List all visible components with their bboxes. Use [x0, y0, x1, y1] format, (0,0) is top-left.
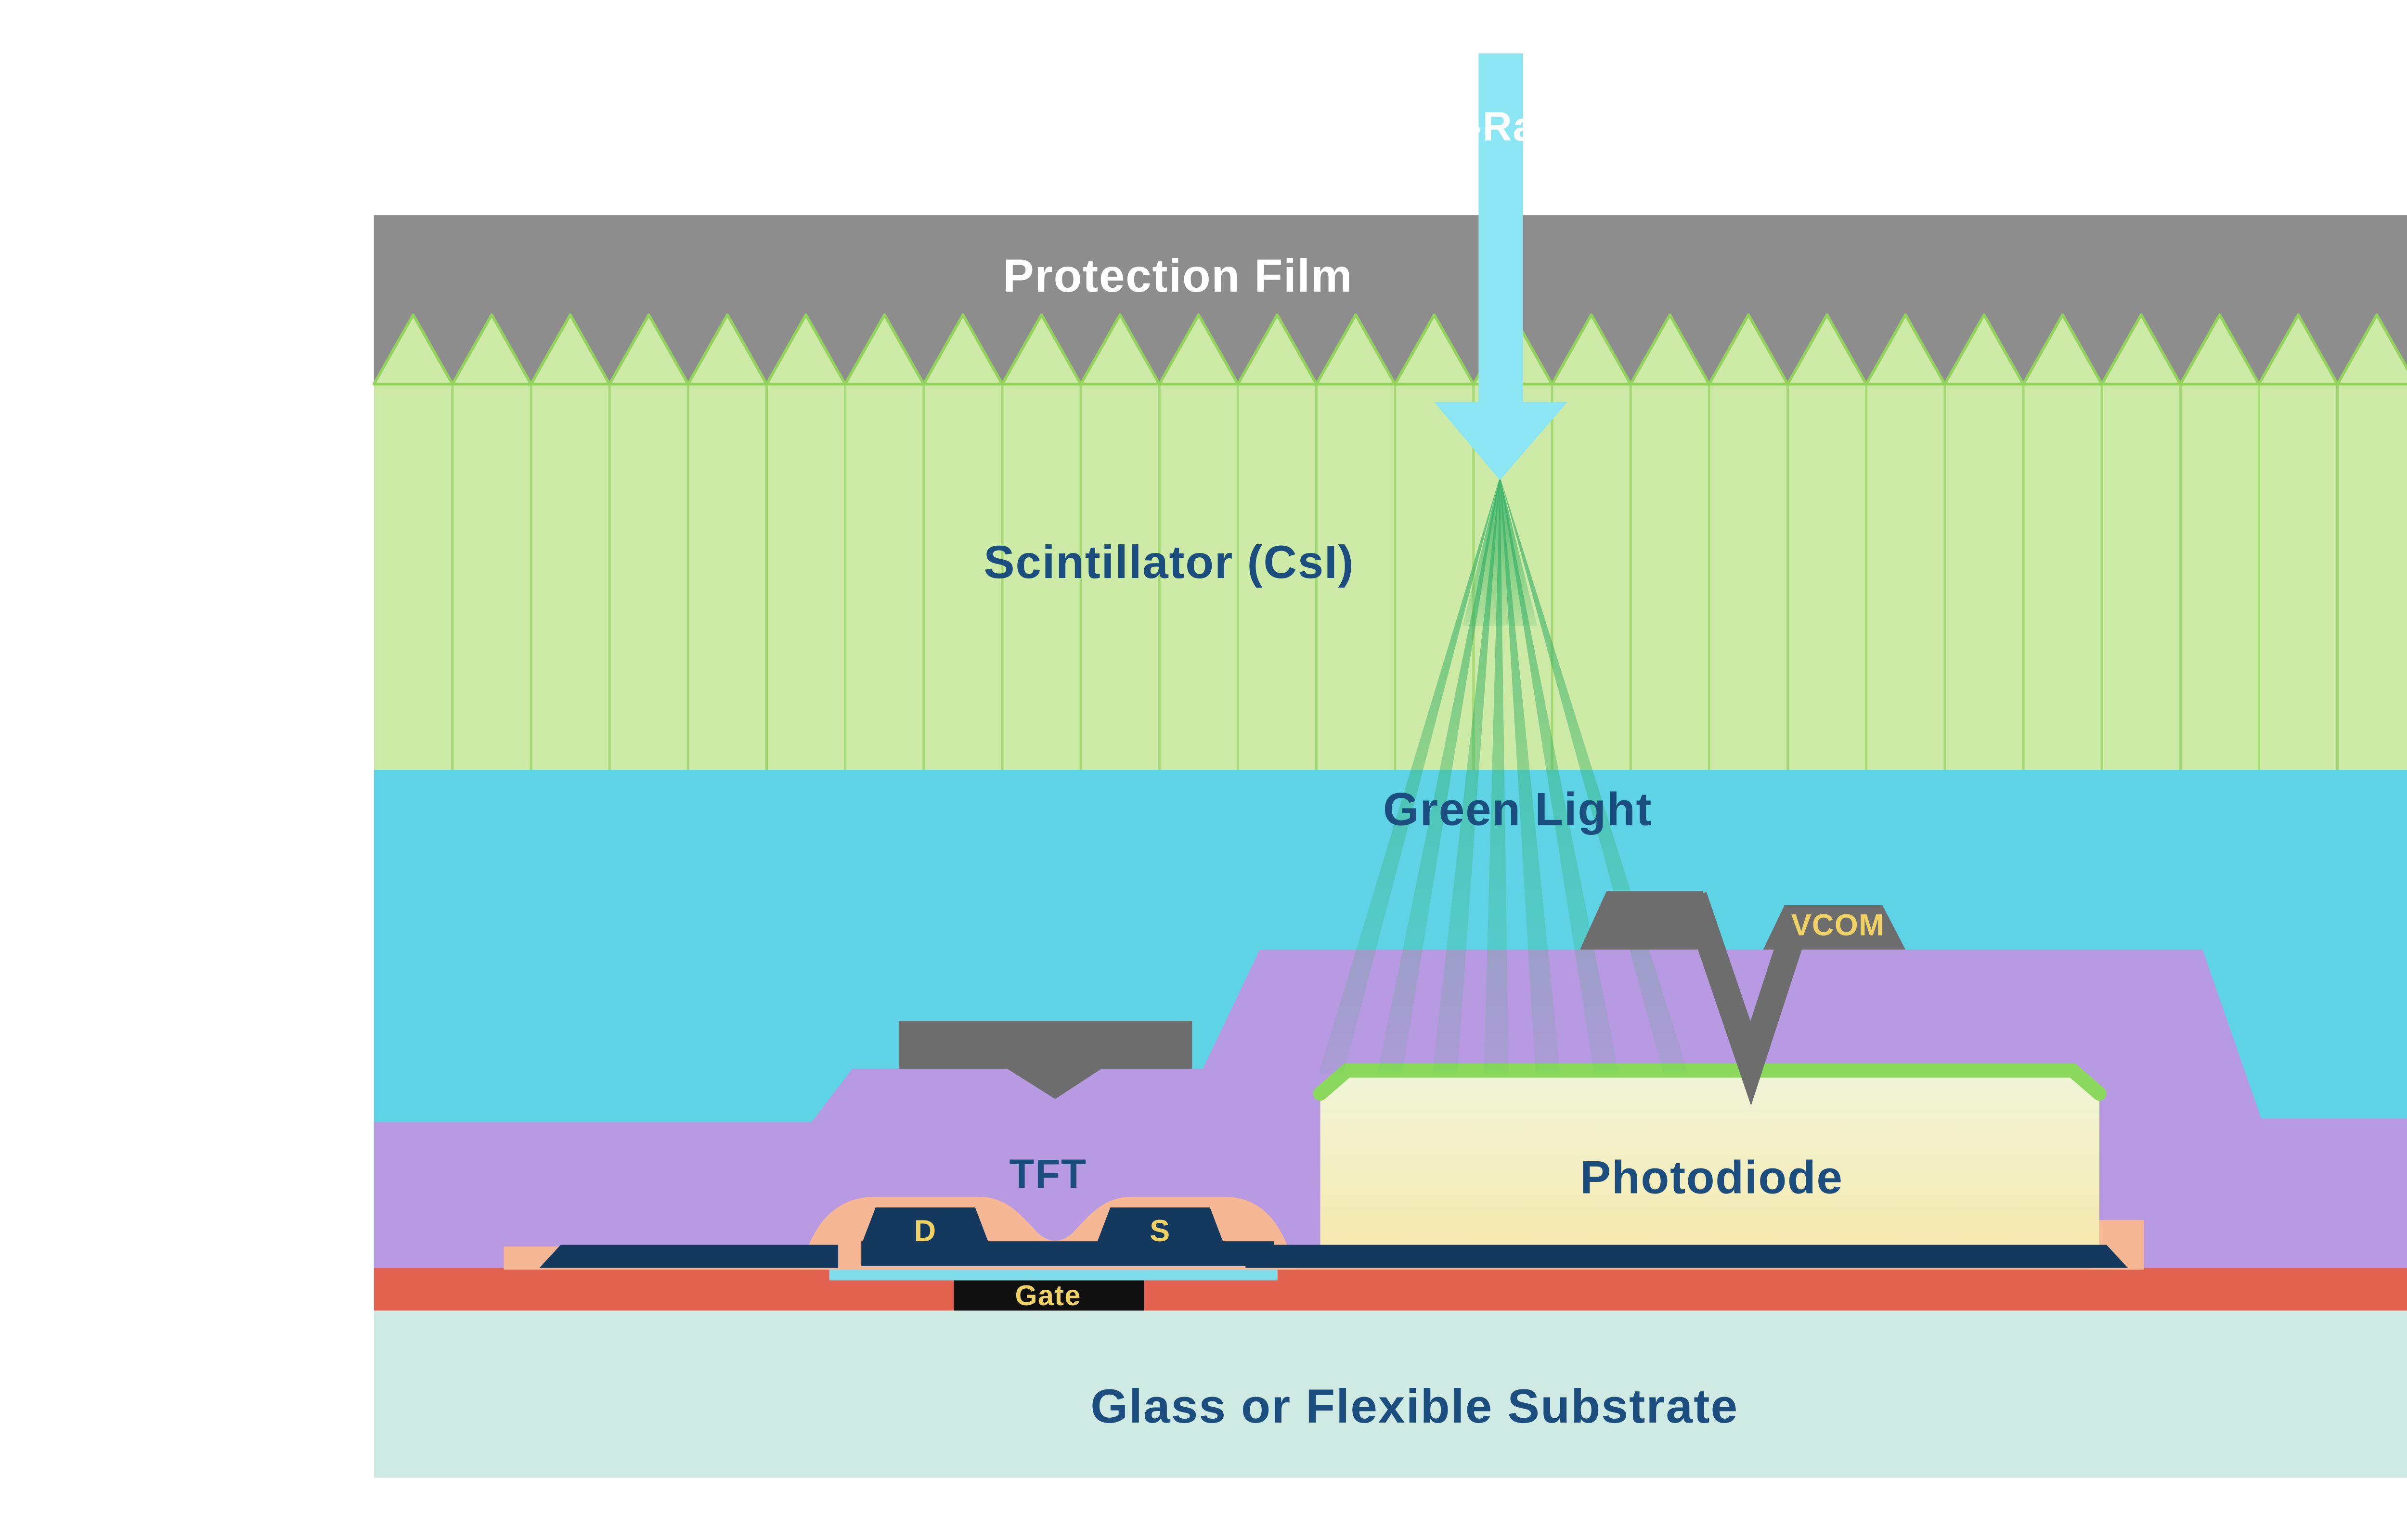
- tft-channel-electrode: [861, 1241, 1274, 1266]
- tft-gate-bar: [954, 1280, 1144, 1311]
- vcom-via-structure: [1580, 891, 1906, 1106]
- vcom-via-v: [1681, 892, 1813, 1106]
- scintillator-column-peak: [922, 313, 1004, 386]
- diagram-labels: X-Ray Protection Film Scintillator (CsI)…: [914, 104, 1885, 1433]
- green-ray: [1318, 476, 1500, 1074]
- scintillator-column-peak: [843, 313, 925, 386]
- protection-film-label: Protection Film: [1003, 250, 1353, 302]
- scintillator-column-peak: [2257, 313, 2339, 386]
- scintillator-column-peak: [765, 313, 847, 386]
- tft-label: TFT: [1009, 1151, 1087, 1197]
- scintillator-column-peak: [2336, 313, 2407, 386]
- scintillator-column-peak: [1629, 313, 1711, 386]
- gate-metal-layer: [374, 1268, 2407, 1311]
- scintillator-column-peak: [1864, 313, 1946, 386]
- photodiode-top-electrode: [1313, 1063, 2107, 1101]
- tft-drain-electrode: [861, 1207, 990, 1245]
- xray-label: X-Ray: [1440, 104, 1560, 150]
- vcom-label: VCOM: [1791, 909, 1885, 942]
- scintillator-column-peak: [530, 313, 611, 386]
- scintillator-column-peak: [1393, 313, 1475, 386]
- xray-arrow-head: [1434, 402, 1568, 480]
- gate-label: Gate: [1015, 1279, 1081, 1311]
- electrode-bar-left: [539, 1245, 839, 1268]
- scintillator-column-peak: [2100, 313, 2182, 386]
- scintillator-column-peak: [1708, 313, 1789, 386]
- metal-structure-left: [898, 1021, 1192, 1099]
- scintillator-column-peak: [1943, 313, 2025, 386]
- scintillator-column-peak: [372, 313, 454, 386]
- scintillator-column-peak: [686, 313, 768, 386]
- scintillator-label: Scintillator (CsI): [984, 537, 1355, 588]
- green-ray-glow: [1462, 476, 1538, 626]
- substrate-label: Glass or Flexible Substrate: [1090, 1380, 1738, 1433]
- scintillator-layer: [374, 384, 2407, 770]
- scintillator-column-peak: [1158, 313, 1240, 386]
- xray-arrow-shaft: [1478, 53, 1523, 406]
- substrate-layer: [374, 1310, 2407, 1478]
- scintillator-column-peak: [608, 313, 690, 386]
- green-light-label: Green Light: [1383, 784, 1652, 835]
- scintillator-column-peak: [1315, 313, 1397, 386]
- scintillator-column-peak: [1079, 313, 1161, 386]
- scintillator-column-peak: [1786, 313, 1868, 386]
- drain-label: D: [914, 1214, 937, 1248]
- source-label: S: [1150, 1214, 1170, 1248]
- scintillator-column-peak: [2179, 313, 2261, 386]
- electrode-bar-right: [1245, 1245, 2128, 1268]
- scintillator-column-peak: [1236, 313, 1318, 386]
- protection-film-layer: [374, 215, 2407, 385]
- scintillator-column-peak: [1001, 313, 1083, 386]
- scintillator-column-peak: [1551, 313, 1632, 386]
- scintillator-columns: [372, 313, 2407, 770]
- photodiode-label: Photodiode: [1580, 1152, 1843, 1203]
- scintillator-column-peak: [2022, 313, 2104, 386]
- photodiode-body: [1320, 1068, 2100, 1252]
- scintillator-column-peak: [451, 313, 532, 386]
- green-ray: [1484, 476, 1509, 1074]
- tft-source-electrode: [1096, 1207, 1224, 1245]
